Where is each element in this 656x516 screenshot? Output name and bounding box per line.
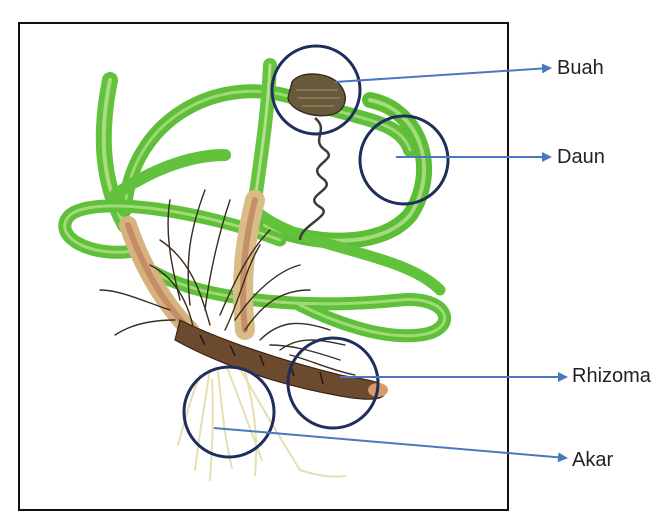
label-daun: Daun — [557, 147, 605, 167]
akar-arrow-icon — [214, 428, 566, 458]
fruit-stalk — [300, 118, 329, 240]
root-marker-circle — [184, 367, 274, 457]
label-akar: Akar — [572, 450, 613, 470]
buah-arrow-icon — [335, 68, 550, 82]
fruit — [288, 74, 345, 116]
label-rhizoma: Rhizoma — [572, 366, 651, 386]
label-buah: Buah — [557, 58, 604, 78]
